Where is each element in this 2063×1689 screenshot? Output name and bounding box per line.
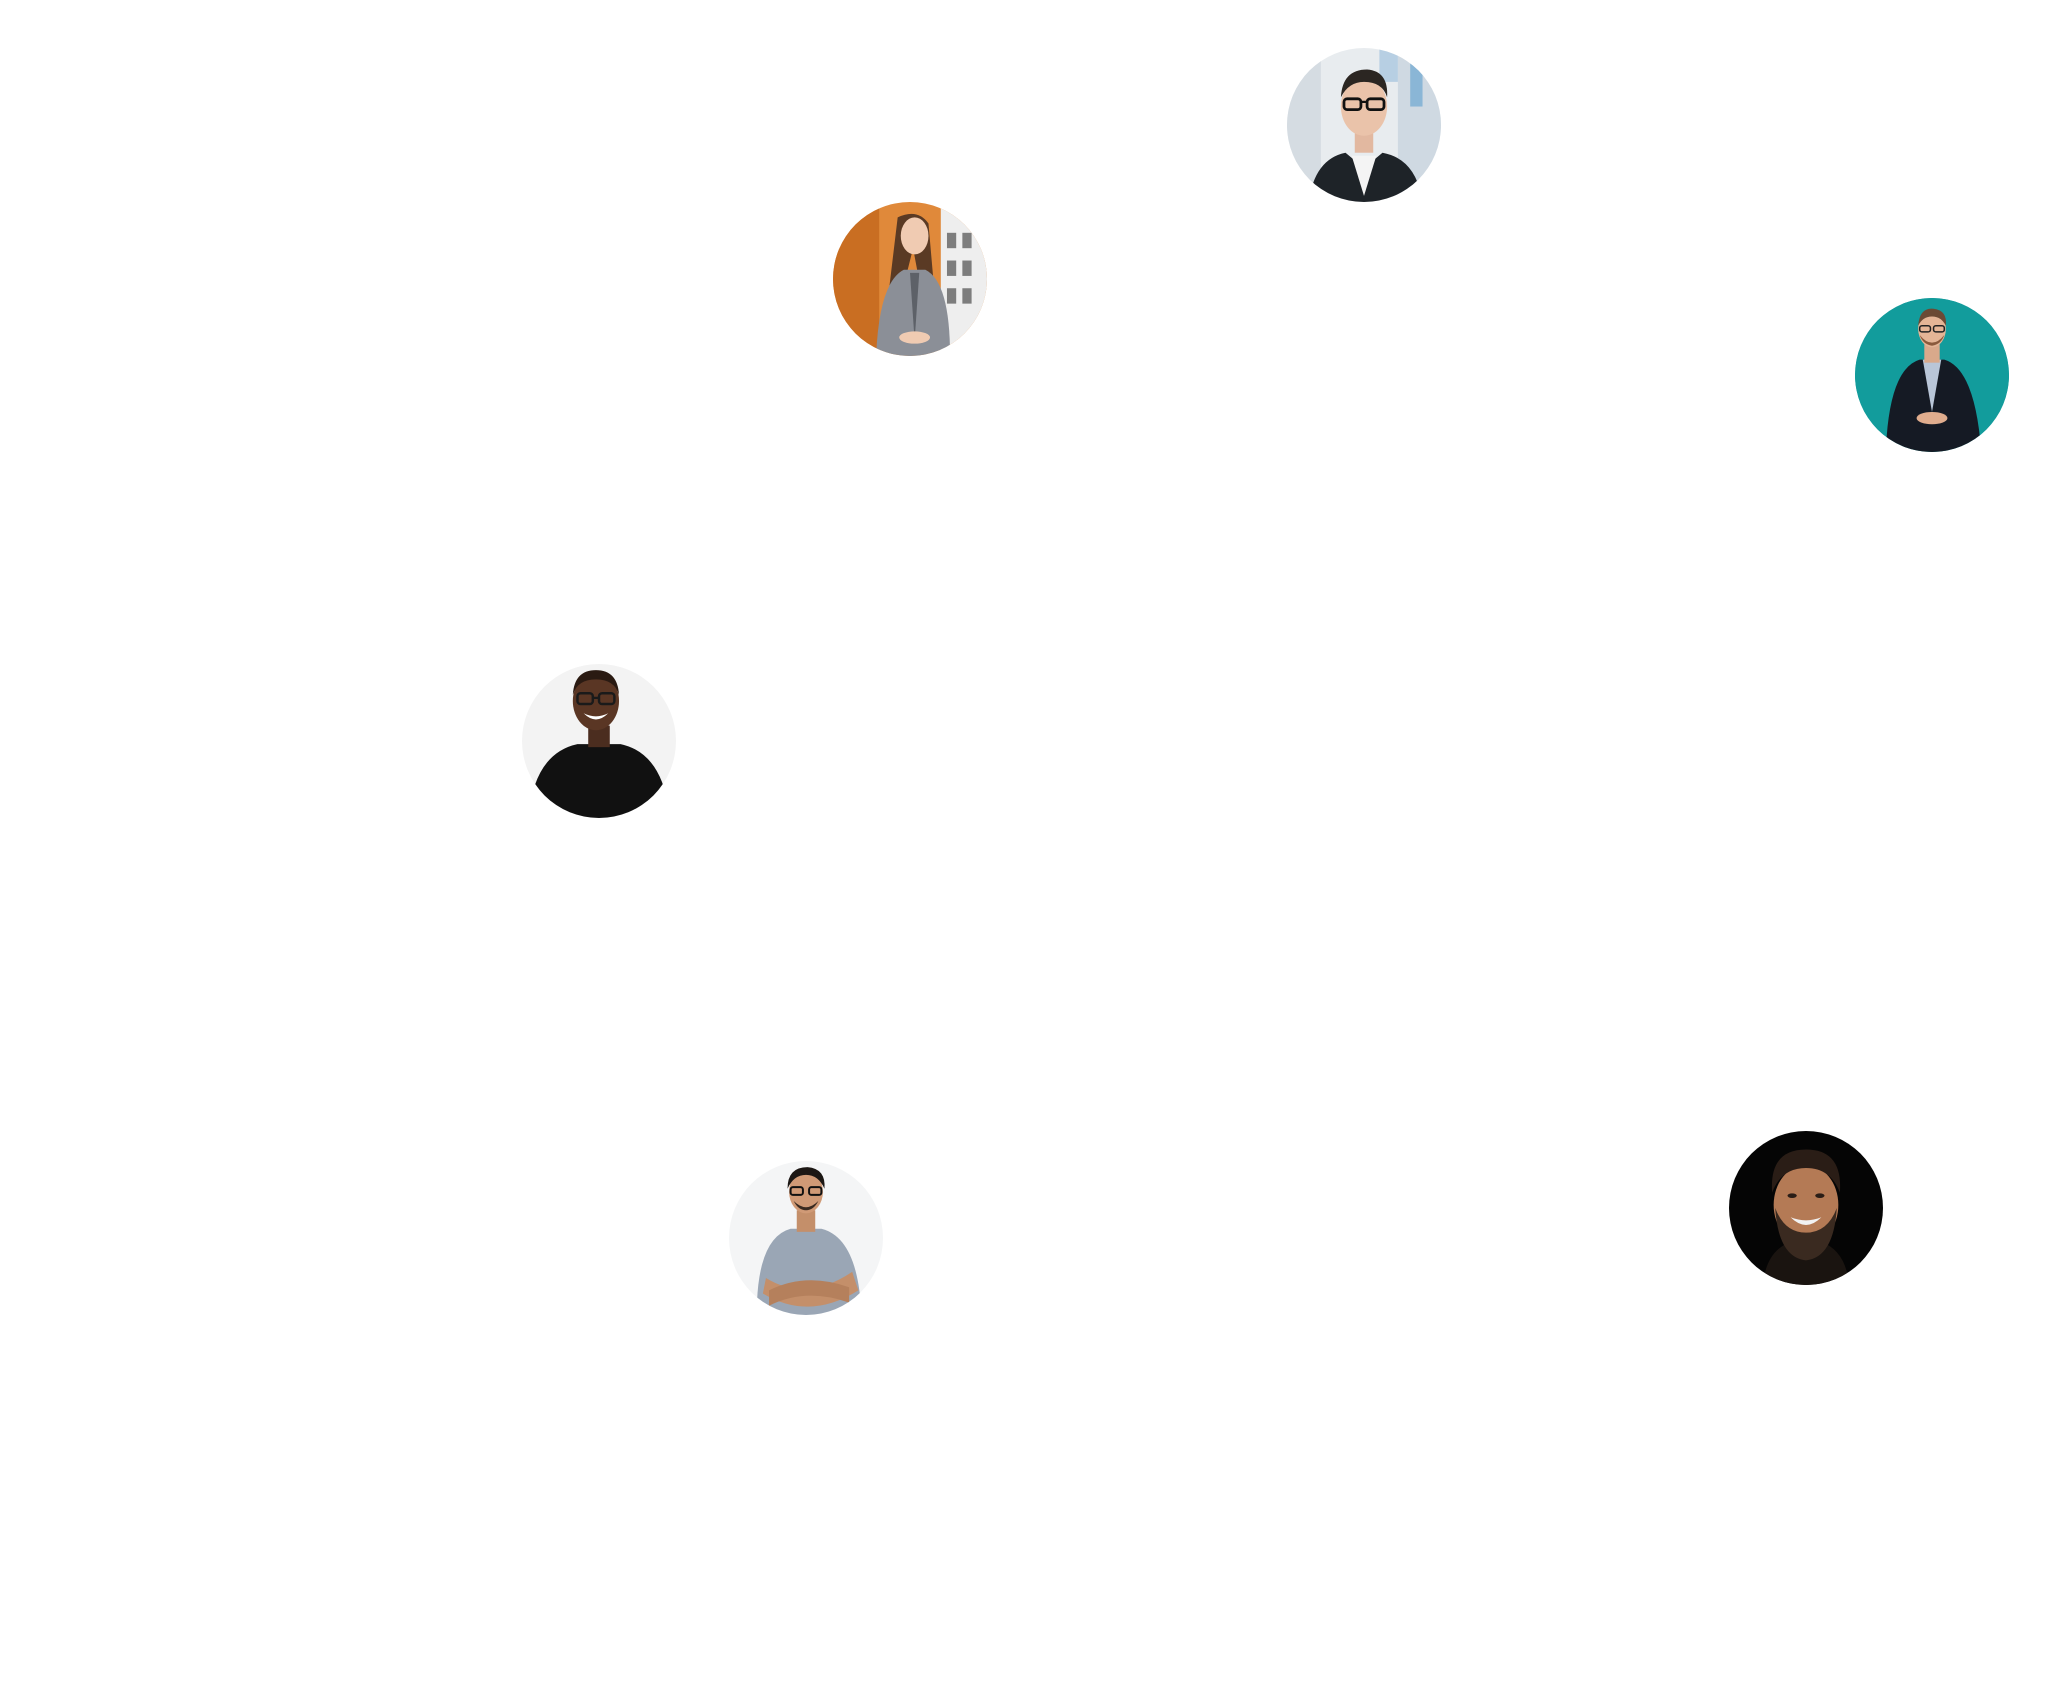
portrait-man-dark-suit-teal-icon [1855, 298, 2009, 452]
portrait-woman-long-hair-grey-jacket-icon [833, 202, 987, 356]
portrait-man-glasses-arms-crossed-icon [729, 1161, 883, 1315]
avatar[interactable] [522, 664, 676, 818]
portrait-man-glasses-black-shirt-icon [522, 664, 676, 818]
avatar[interactable] [729, 1161, 883, 1315]
portrait-man-beard-black-background-icon [1729, 1131, 1883, 1285]
avatar[interactable] [1729, 1131, 1883, 1285]
avatar[interactable] [1855, 298, 2009, 452]
portrait-man-glasses-blazer-icon [1287, 48, 1441, 202]
avatar[interactable] [1287, 48, 1441, 202]
avatar[interactable] [833, 202, 987, 356]
